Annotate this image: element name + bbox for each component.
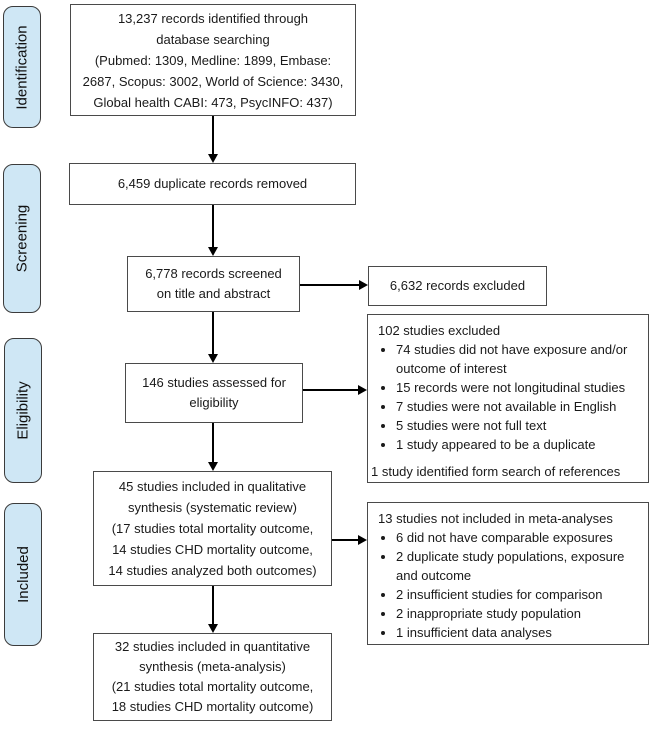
box-text-line: Global health CABI: 473, PsycINFO: 437) bbox=[93, 94, 333, 110]
excluded-reason: 1 study appeared to be a duplicate bbox=[396, 435, 648, 454]
excluded-reason: 15 records were not longitudinal studies bbox=[396, 378, 648, 397]
excluded-reason: 7 studies were not available in English bbox=[396, 397, 648, 416]
stage-eligibility: Eligibility bbox=[4, 338, 42, 483]
stage-identification: Identification bbox=[3, 6, 41, 128]
box-text-line: 14 studies analyzed both outcomes) bbox=[108, 563, 317, 578]
studies-excluded-box: 102 studies excluded 74 studies did not … bbox=[367, 314, 649, 483]
box-text-line: 6,778 records screened bbox=[145, 266, 282, 281]
box-text-line: (21 studies total mortality outcome, bbox=[111, 679, 314, 694]
references-note: 1 study identified form search of refere… bbox=[371, 464, 621, 479]
box-text-line: 32 studies included in quantitative bbox=[114, 639, 311, 654]
not-in-meta-reason: 2 duplicate study populations, exposure … bbox=[396, 547, 648, 585]
down-arrow-assessed-to-qualitative bbox=[208, 423, 218, 471]
excluded-title: 102 studies excluded bbox=[378, 323, 501, 338]
box-text-line: 146 studies assessed for bbox=[142, 375, 286, 390]
box-text-line: 6,632 records excluded bbox=[389, 278, 526, 293]
stage-label: Included bbox=[14, 546, 32, 603]
down-arrow-identified-to-duplicates bbox=[208, 116, 218, 163]
down-arrow-qualitative-to-quantitative bbox=[208, 586, 218, 633]
right-arrow-assessed-to-excluded bbox=[303, 385, 367, 395]
right-arrow-screened-to-excluded bbox=[300, 280, 368, 290]
not-in-meta-reasons-list: 6 did not have comparable exposures 2 du… bbox=[368, 528, 648, 642]
box-text-line: (17 studies total mortality outcome, bbox=[111, 521, 314, 536]
box-text-line: 18 studies CHD mortality outcome) bbox=[111, 699, 314, 714]
box-text-line: 6,459 duplicate records removed bbox=[117, 176, 308, 191]
records-identified-box: 13,237 records identified through databa… bbox=[70, 4, 356, 116]
not-in-meta-title: 13 studies not included in meta-analyses bbox=[378, 511, 613, 526]
box-text-line: synthesis (systematic review) bbox=[127, 500, 298, 515]
records-screened-box: 6,778 records screened on title and abst… bbox=[127, 256, 300, 312]
records-excluded-box: 6,632 records excluded bbox=[368, 266, 547, 306]
down-arrow-duplicates-to-screened bbox=[208, 205, 218, 256]
stage-included: Included bbox=[4, 503, 42, 646]
not-in-meta-reason: 2 insufficient studies for comparison bbox=[396, 585, 648, 604]
box-text-line: (Pubmed: 1309, Medline: 1899, Embase: bbox=[94, 52, 332, 68]
box-text-line: on title and abstract bbox=[156, 286, 271, 301]
box-text-line: 2687, Scopus: 3002, World of Science: 34… bbox=[82, 73, 344, 89]
not-in-meta-reason: 1 insufficient data analyses bbox=[396, 623, 648, 642]
not-in-meta-reason: 2 inappropriate study population bbox=[396, 604, 648, 623]
box-text-line: synthesis (meta-analysis) bbox=[139, 659, 286, 674]
excluded-reason: 5 studies were not full text bbox=[396, 416, 648, 435]
not-in-meta-reason: 6 did not have comparable exposures bbox=[396, 528, 648, 547]
not-in-meta-analyses-box: 13 studies not included in meta-analyses… bbox=[367, 502, 649, 645]
down-arrow-screened-to-assessed bbox=[208, 312, 218, 363]
box-text-line: database searching bbox=[156, 31, 270, 47]
box-text-line: 45 studies included in qualitative bbox=[118, 479, 307, 494]
stage-screening: Screening bbox=[3, 164, 41, 313]
duplicates-removed-box: 6,459 duplicate records removed bbox=[69, 163, 356, 205]
excluded-reasons-list: 74 studies did not have exposure and/or … bbox=[368, 340, 648, 454]
stage-label: Identification bbox=[13, 24, 31, 110]
stage-label: Eligibility bbox=[14, 381, 32, 440]
stage-label: Screening bbox=[13, 204, 31, 273]
excluded-reason: 74 studies did not have exposure and/or … bbox=[396, 340, 648, 378]
qualitative-synthesis-box: 45 studies included in qualitative synth… bbox=[93, 471, 332, 586]
box-text-line: 13,237 records identified through bbox=[117, 10, 309, 26]
right-arrow-qualitative-to-not-in-meta bbox=[332, 535, 367, 545]
box-text-line: 14 studies CHD mortality outcome, bbox=[112, 542, 313, 557]
studies-assessed-box: 146 studies assessed for eligibility bbox=[125, 363, 303, 423]
quantitative-synthesis-box: 32 studies included in quantitative synt… bbox=[93, 633, 332, 721]
box-text-line: eligibility bbox=[189, 395, 239, 410]
